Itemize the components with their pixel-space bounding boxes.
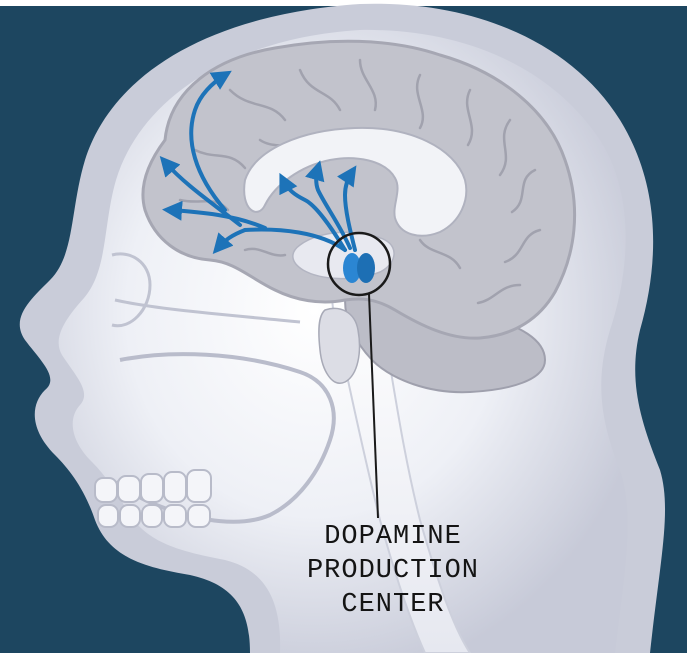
production-center-right-nucleus: [357, 253, 375, 283]
label-line-1: DOPAMINE: [268, 520, 518, 554]
label-line-3: CENTER: [268, 588, 518, 622]
label-line-2: PRODUCTION: [268, 554, 518, 588]
frame-border-top: [0, 0, 687, 6]
dopamine-production-center-label: DOPAMINE PRODUCTION CENTER: [268, 520, 518, 622]
teeth: [95, 470, 211, 527]
